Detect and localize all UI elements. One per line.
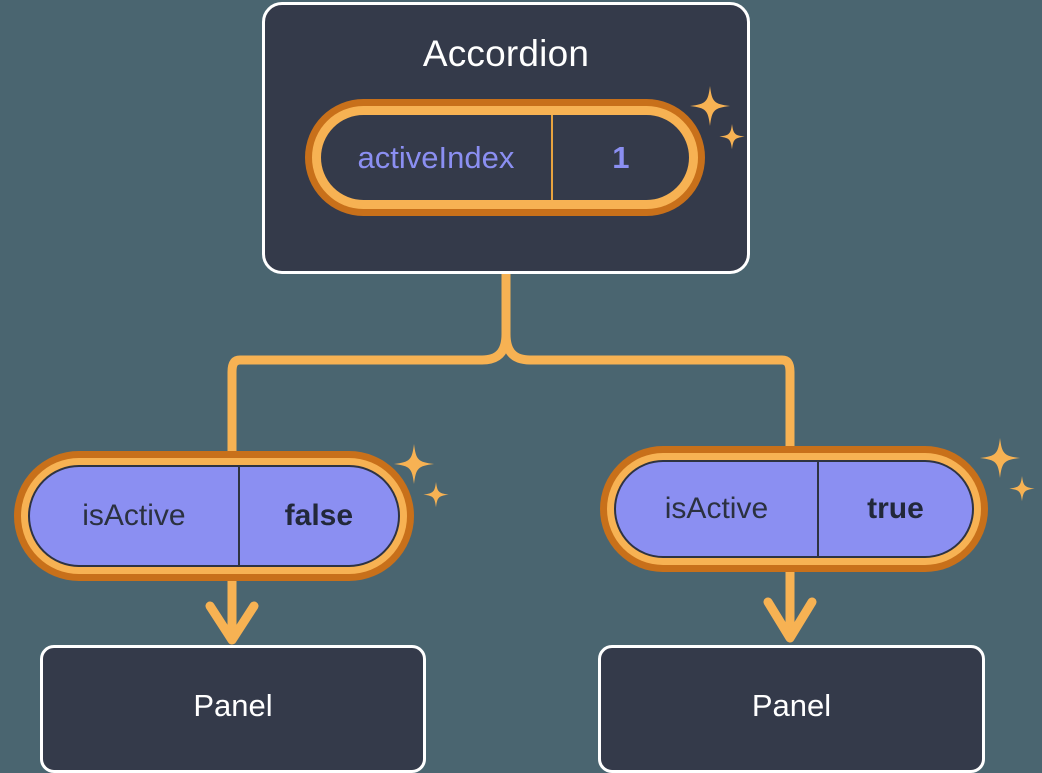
panel-component-right[interactable]: Panel xyxy=(598,645,985,773)
pill-body: activeIndex 1 xyxy=(319,113,691,202)
arrow-down-icon-left xyxy=(205,601,259,645)
state-key-isactive-left: isActive xyxy=(30,467,240,565)
connector-right-branch xyxy=(501,329,795,453)
pill-body: isActive false xyxy=(28,465,400,567)
state-pill-isactive-false[interactable]: isActive false xyxy=(14,451,414,581)
state-key-activeindex: activeIndex xyxy=(321,115,553,200)
accordion-title: Accordion xyxy=(422,33,590,74)
arrow-down-icon-right xyxy=(763,597,817,643)
state-value-isactive-right: true xyxy=(867,492,924,525)
state-key-isactive-right: isActive xyxy=(616,462,819,556)
state-value-isactive-left: false xyxy=(284,499,354,532)
panel-title-right: Panel xyxy=(751,688,832,723)
state-value-activeindex: 1 xyxy=(612,139,630,175)
state-pill-activeindex[interactable]: activeIndex 1 xyxy=(305,99,705,216)
state-pill-isactive-true[interactable]: isActive true xyxy=(600,446,988,572)
panel-title-left: Panel xyxy=(193,688,273,723)
connector-left-branch xyxy=(227,329,511,457)
pill-body: isActive true xyxy=(614,460,974,558)
panel-component-left[interactable]: Panel xyxy=(40,645,426,773)
